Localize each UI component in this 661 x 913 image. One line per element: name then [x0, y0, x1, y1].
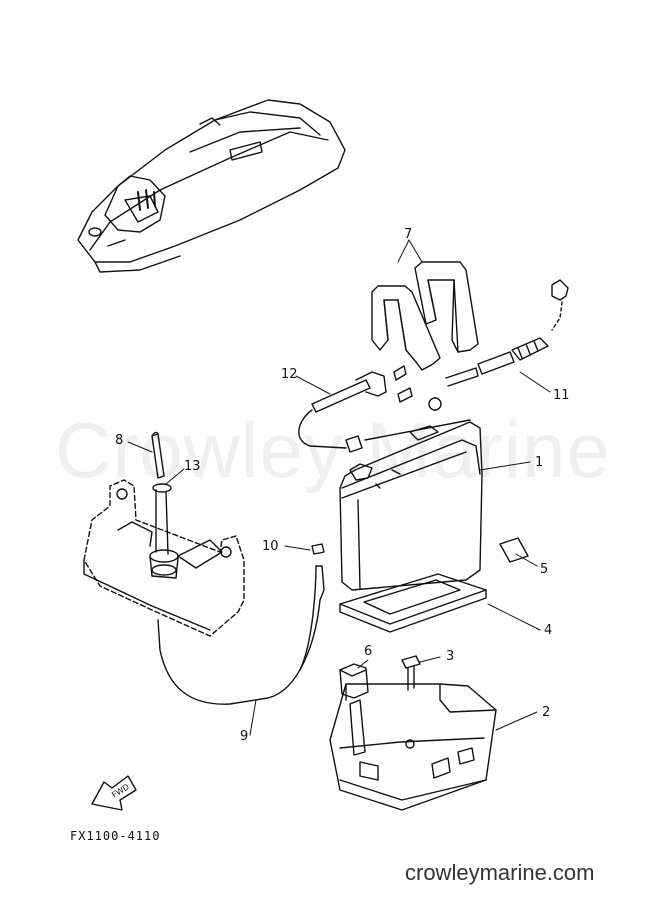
callout-8: 8 [115, 433, 124, 448]
positive-lead-part-11 [428, 279, 569, 411]
bracket-assembly [83, 479, 245, 637]
battery-box-part-2 [329, 683, 497, 811]
clip-part-13 [152, 483, 172, 493]
callout-6: 6 [364, 644, 373, 659]
callout-4: 4 [544, 623, 553, 638]
leader-lines [127, 239, 551, 736]
battery-band-part-7 [371, 261, 479, 371]
battery-mat-part-4 [339, 573, 487, 633]
negative-lead-part-12 [298, 365, 413, 453]
fwd-arrow-icon: FWD [91, 775, 137, 811]
callout-13: 13 [184, 459, 201, 474]
callout-9: 9 [240, 729, 249, 744]
fwd-label: FWD [110, 782, 131, 800]
callout-5: 5 [540, 562, 549, 577]
callout-7: 7 [404, 227, 413, 242]
callout-2: 2 [542, 705, 551, 720]
pad-part-5 [499, 537, 529, 563]
vent-cap-part-8 [151, 431, 165, 479]
watercraft-outline [77, 99, 346, 273]
callout-11: 11 [553, 388, 570, 403]
bolt-part-3 [401, 655, 421, 691]
breather-fitting-part-10 [311, 543, 325, 555]
callout-10: 10 [262, 539, 279, 554]
site-credit[interactable]: crowleymarine.com [405, 860, 595, 885]
drawing-code: FX1100-4110 [70, 829, 161, 843]
cap-part-6 [339, 663, 369, 699]
battery-part-1 [339, 419, 483, 591]
callout-12: 12 [281, 367, 298, 382]
breather-hose-part-9 [157, 565, 325, 705]
callout-1: 1 [535, 455, 544, 470]
callout-3: 3 [446, 649, 455, 664]
